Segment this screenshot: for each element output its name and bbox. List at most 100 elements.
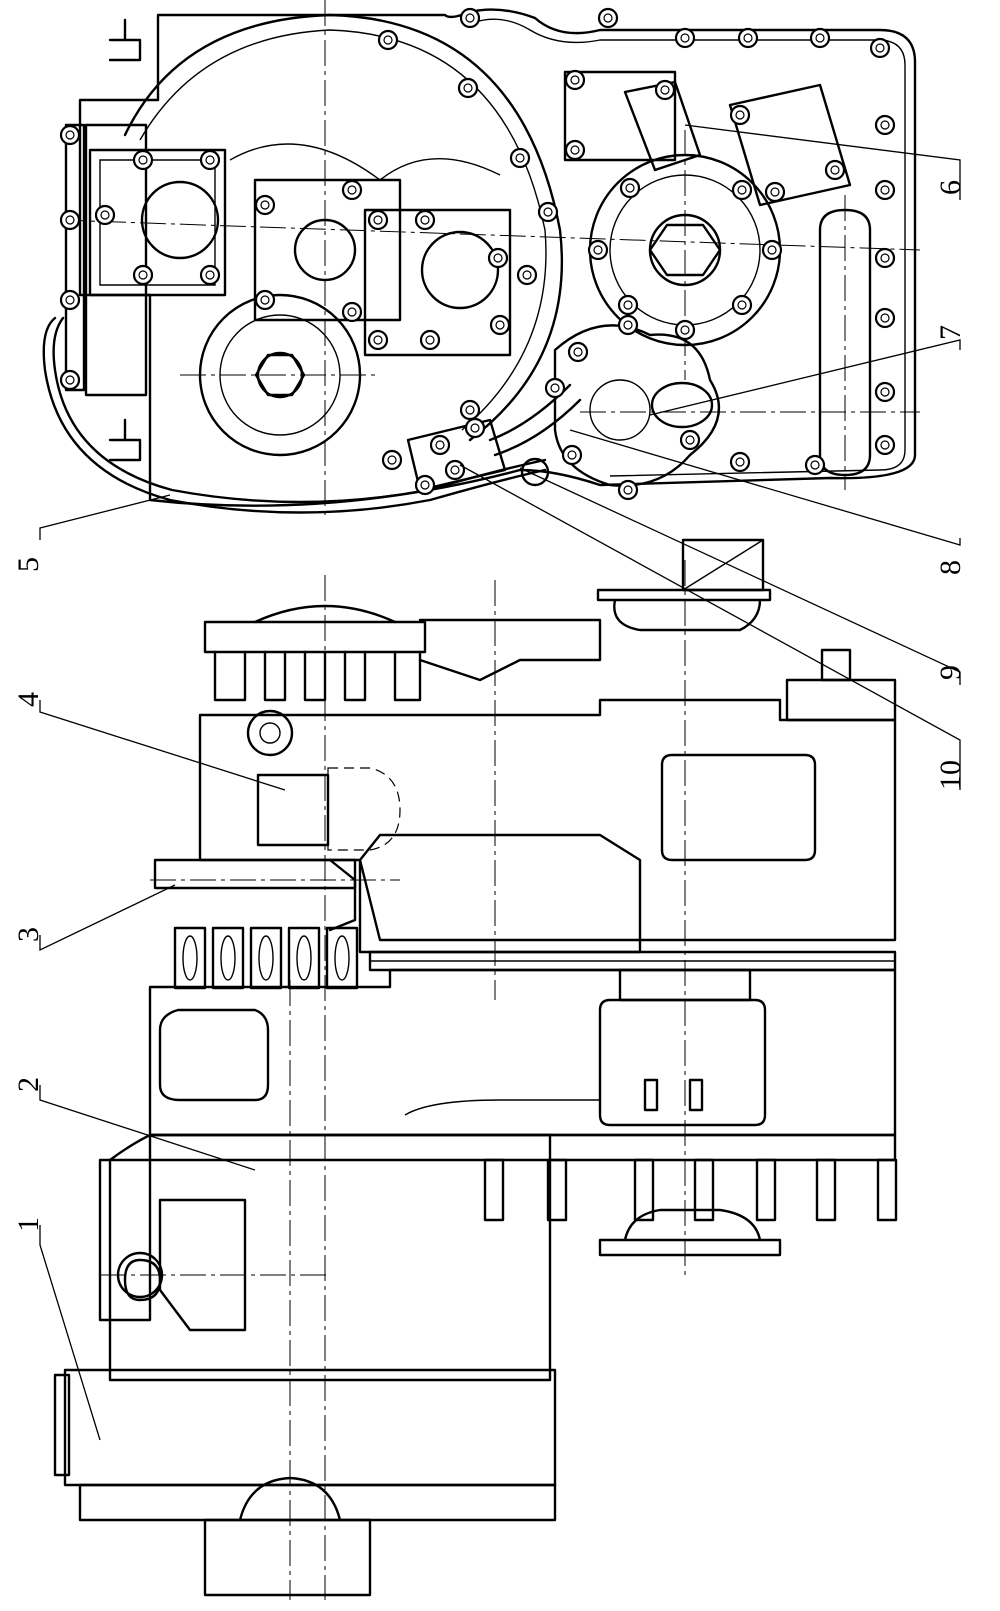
bolt-outer-46 — [729, 104, 751, 126]
bolt-inner-6 — [465, 405, 475, 415]
bolt-outer-48 — [764, 181, 786, 203]
bolt-inner-26 — [573, 347, 583, 357]
bolt-outer-56 — [59, 209, 81, 231]
bolt-outer-37 — [341, 301, 363, 323]
bolt-inner-15 — [880, 185, 890, 195]
bolt-outer-29 — [132, 149, 154, 171]
leader-1 — [39, 1225, 101, 1441]
skirt-rib-2 — [633, 1158, 655, 1222]
side-view-bottom-base — [78, 1483, 557, 1522]
coupling-fin-3 — [287, 926, 321, 990]
bolt-outer-8 — [459, 7, 481, 29]
bolt-inner-58 — [65, 375, 75, 385]
side-view-upper-link-arm — [418, 618, 602, 682]
bolt-inner-19 — [880, 440, 890, 450]
bolt-outer-35 — [254, 289, 276, 311]
end-view-centerline-h1 — [59, 219, 921, 251]
bolt-inner-59 — [420, 480, 430, 490]
bolt-inner-18 — [880, 387, 890, 397]
bolt-inner-44 — [570, 145, 580, 155]
bolt-outer-59 — [414, 474, 436, 496]
bolt-inner-32 — [138, 270, 148, 280]
bolt-inner-17 — [880, 313, 890, 323]
side-view-gear-case — [108, 1133, 552, 1382]
end-view-fitting — [520, 457, 550, 487]
bolt-outer-24 — [561, 444, 583, 466]
bolt-inner-54 — [767, 245, 777, 255]
bolt-outer-49 — [619, 177, 641, 199]
bolt-outer-1 — [457, 77, 479, 99]
skirt-rib-6 — [876, 1158, 898, 1222]
bolt-outer-41 — [419, 329, 441, 351]
bolt-outer-62 — [464, 417, 486, 439]
bolt-inner-2 — [515, 153, 525, 163]
bolt-outer-18 — [874, 381, 896, 403]
bolt-inner-29 — [138, 155, 148, 165]
bolt-outer-5 — [489, 314, 511, 336]
bolt-inner-31 — [100, 210, 110, 220]
coupling-fin-4 — [325, 926, 359, 990]
end-view-bearing-block-left-inner — [99, 159, 216, 286]
bolt-outer-16 — [874, 247, 896, 269]
bolt-outer-43 — [564, 69, 586, 91]
bolt-outer-14 — [874, 114, 896, 136]
bolt-outer-23 — [617, 479, 639, 501]
leader-4 — [39, 700, 286, 791]
bolt-inner-47 — [830, 165, 840, 175]
coupling-fin-slot-4 — [334, 935, 350, 981]
callout-10: 10 — [934, 760, 967, 790]
bolt-inner-41 — [425, 335, 435, 345]
bolt-inner-21 — [735, 457, 745, 467]
side-view-lower-hatch-body — [598, 998, 767, 1127]
bolt-inner-61 — [450, 465, 460, 475]
bolt-inner-23 — [623, 485, 633, 495]
bolt-outer-2 — [509, 147, 531, 169]
side-view-bottom-pulley — [203, 1476, 372, 1597]
end-view-hose — [488, 383, 582, 457]
bolt-inner-48 — [770, 187, 780, 197]
side-view-sensor-cap — [327, 767, 401, 851]
bolt-outer-58 — [59, 369, 81, 391]
bolt-inner-8 — [465, 13, 475, 23]
coupling-fin-slot-0 — [182, 935, 198, 981]
callout-8: 8 — [934, 560, 967, 575]
callout-4: 4 — [12, 692, 45, 707]
bolt-outer-3 — [537, 201, 559, 223]
leader-8 — [569, 429, 961, 546]
bolt-inner-36 — [347, 185, 357, 195]
side-view-upper-housing — [198, 698, 897, 942]
bolt-inner-60 — [435, 440, 445, 450]
side-view-bottom-cover — [63, 1368, 557, 1487]
bolt-outer-4 — [516, 264, 538, 286]
bolt-outer-45 — [654, 79, 676, 101]
bolt-outer-36 — [341, 179, 363, 201]
bolt-inner-10 — [680, 33, 690, 43]
side-view-drain-plug — [785, 678, 897, 722]
end-view-left-rail — [64, 123, 86, 392]
side-view-lower-inner-line — [404, 1099, 600, 1116]
bolt-outer-12 — [809, 27, 831, 49]
end-view-main-cover — [123, 13, 564, 442]
callout-9: 9 — [934, 665, 967, 680]
bolt-outer-28 — [674, 319, 696, 341]
bolt-inner-42 — [493, 253, 503, 263]
bolt-inner-30 — [205, 155, 215, 165]
bolt-outer-9 — [597, 7, 619, 29]
bolt-inner-35 — [260, 295, 270, 305]
leader-5 — [39, 494, 171, 540]
bolt-inner-53 — [593, 245, 603, 255]
side-view-pulley-hub — [681, 538, 765, 592]
bolt-outer-47 — [824, 159, 846, 181]
leader-3 — [39, 884, 176, 952]
callout-1: 1 — [12, 1217, 45, 1232]
bolt-inner-27 — [623, 320, 633, 330]
bolt-outer-6 — [459, 399, 481, 421]
bolt-outer-61 — [444, 459, 466, 481]
bolt-outer-11 — [737, 27, 759, 49]
bolt-inner-49 — [625, 183, 635, 193]
side-view-left-bracket — [158, 1008, 270, 1102]
bolt-outer-38 — [367, 209, 389, 231]
end-view-connector-block — [406, 418, 507, 492]
end-view-lug-top — [108, 18, 142, 62]
end-view-chamber — [229, 143, 501, 181]
